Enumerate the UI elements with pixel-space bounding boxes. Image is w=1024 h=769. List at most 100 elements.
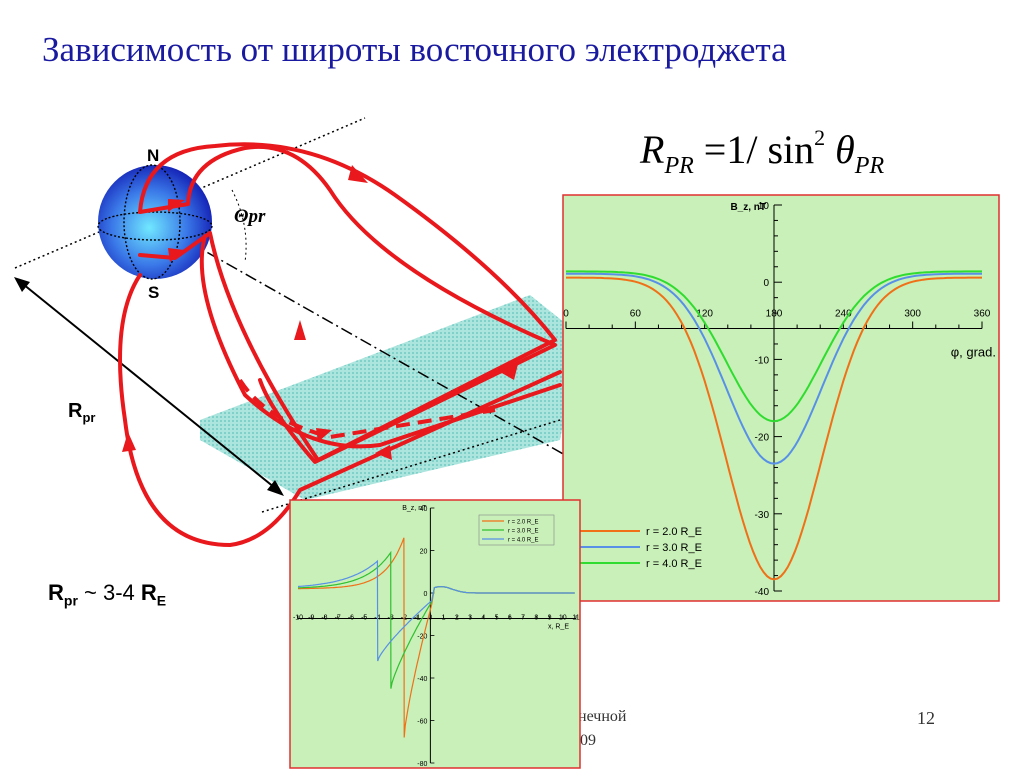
rpr-note-mid: ~ 3-4 (77, 580, 141, 605)
field-line-left (118, 273, 562, 547)
legend-label-1: r = 2.0 R_E (508, 520, 539, 526)
field-line-dashed (238, 378, 496, 440)
x-tick-label: 9 (548, 615, 552, 622)
field-line-mid (199, 234, 562, 449)
x-tick-label: 0 (428, 615, 432, 622)
arrow-icon (168, 199, 185, 212)
x-tick-label: 10 (559, 615, 567, 622)
x-tick-label: -10 (293, 615, 303, 622)
x-tick-label: 0 (563, 309, 569, 320)
y-tick-label: -30 (755, 510, 770, 521)
series-line-3 (297, 559, 575, 662)
legend-label-2: r = 3.0 R_E (646, 542, 702, 554)
rpr-note-re: R (140, 580, 157, 605)
formula-theta: θ (835, 127, 855, 172)
y-tick-label: -40 (755, 587, 770, 598)
north-label: N (147, 146, 160, 165)
arrow-icon (294, 320, 306, 340)
rpr-note-sub: pr (63, 592, 78, 609)
rpr-note-re-sub: E (156, 592, 167, 609)
x-tick-label: 3 (468, 615, 472, 622)
x-tick-label: 60 (630, 309, 642, 320)
y-tick-label: 0 (423, 591, 427, 598)
x-tick-label: 120 (696, 309, 713, 320)
earth-meridian (123, 164, 181, 280)
arrow-icon (168, 248, 184, 262)
rpr-arrow (17, 279, 281, 493)
bz-phi-chart: 10 0 -10 -20 -30 -40 0 60 120 180 240 300 360 B_z, nT… (562, 194, 1000, 602)
legend-label-1: r = 2.0 R_E (646, 526, 702, 538)
y-tick-label: 40 (420, 506, 428, 513)
y-tick-label: -80 (417, 761, 427, 768)
x-tick-label: 240 (835, 309, 852, 320)
legend-box (478, 514, 555, 546)
rpr-note-main: R (48, 580, 64, 605)
x-tick-label: 300 (904, 309, 921, 320)
formula-sin: sin (767, 127, 815, 172)
x-tick-label: 180 (766, 309, 783, 320)
footer-text-2: 09 (580, 732, 596, 749)
earth-equator (97, 211, 213, 241)
y-axis-label: B_z, nT (730, 202, 766, 213)
arrow-icon (348, 165, 368, 183)
legend-label-3: r = 4.0 R_E (508, 538, 539, 544)
arrow-icon (122, 432, 136, 452)
rpr-label: Rpr (68, 400, 95, 425)
south-label: S (148, 283, 160, 302)
y-tick-label: 0 (763, 278, 769, 289)
y-tick-label: 20 (420, 549, 428, 556)
field-line-outer (138, 142, 557, 462)
x-tick-label: 360 (974, 309, 991, 320)
y-tick-label: -20 (755, 433, 770, 444)
formula-lhs: R (640, 127, 665, 172)
legend-label-2: r = 3.0 R_E (508, 529, 539, 535)
y-tick-label: -20 (417, 634, 427, 641)
x-tick-label: 11 (572, 615, 579, 622)
y-tick-label: -40 (417, 676, 427, 683)
x-tick-label: -7 (335, 615, 341, 622)
rpr-arrowhead-bottom (267, 480, 284, 496)
rpr-arrowhead-top (14, 277, 30, 292)
field-line-inner (138, 145, 557, 464)
slide-title: Зависимость от широты восточного электро… (42, 30, 787, 69)
formula-one: 1/ (726, 127, 758, 172)
y-tick-label: -10 (755, 355, 770, 366)
arrow-icon (500, 364, 518, 380)
legend-label-3: r = 4.0 R_E (646, 558, 702, 570)
formula: RPR =1/ sin2 θPR (640, 125, 884, 180)
x-tick-label: 5 (495, 615, 499, 622)
footer-text: нечной (578, 708, 627, 725)
x-tick-label: 2 (455, 615, 459, 622)
rpr-label-sub: pr (82, 410, 96, 425)
chart-frame (562, 194, 1000, 602)
arrow-icon (316, 428, 332, 442)
x-tick-label: 1 (442, 615, 446, 622)
dash-dot-axis (149, 219, 566, 456)
formula-equals: = (703, 127, 727, 172)
angle-label: Θpr (234, 206, 266, 227)
x-tick-label: -5 (361, 615, 367, 622)
x-tick-label: 7 (521, 615, 525, 622)
rpr-note: Rpr ~ 3-4 RE (48, 580, 166, 608)
x-tick-label: 6 (508, 615, 512, 622)
y-axis-label: B_z, nT (402, 505, 427, 512)
x-tick-label: -8 (321, 615, 327, 622)
rpr-label-main: R (68, 400, 83, 422)
page-number: 12 (917, 708, 935, 728)
arrow-icon (375, 445, 392, 460)
x-tick-label: -9 (308, 615, 314, 622)
x-tick-label: -6 (348, 615, 354, 622)
x-tick-label: 4 (481, 615, 485, 622)
formula-lhs-sub: PR (664, 153, 694, 179)
formula-exp: 2 (814, 125, 826, 150)
y-tick-label: -60 (417, 719, 427, 726)
y-tick-label: 10 (758, 201, 770, 212)
x-axis-label: φ, grad. (951, 345, 996, 360)
series-line-3 (566, 270, 982, 423)
series-line-2 (566, 272, 982, 465)
x-tick-label: -1 (414, 615, 420, 622)
x-axis-label: x, R_E (548, 624, 569, 631)
x-tick-label: 8 (534, 615, 538, 622)
